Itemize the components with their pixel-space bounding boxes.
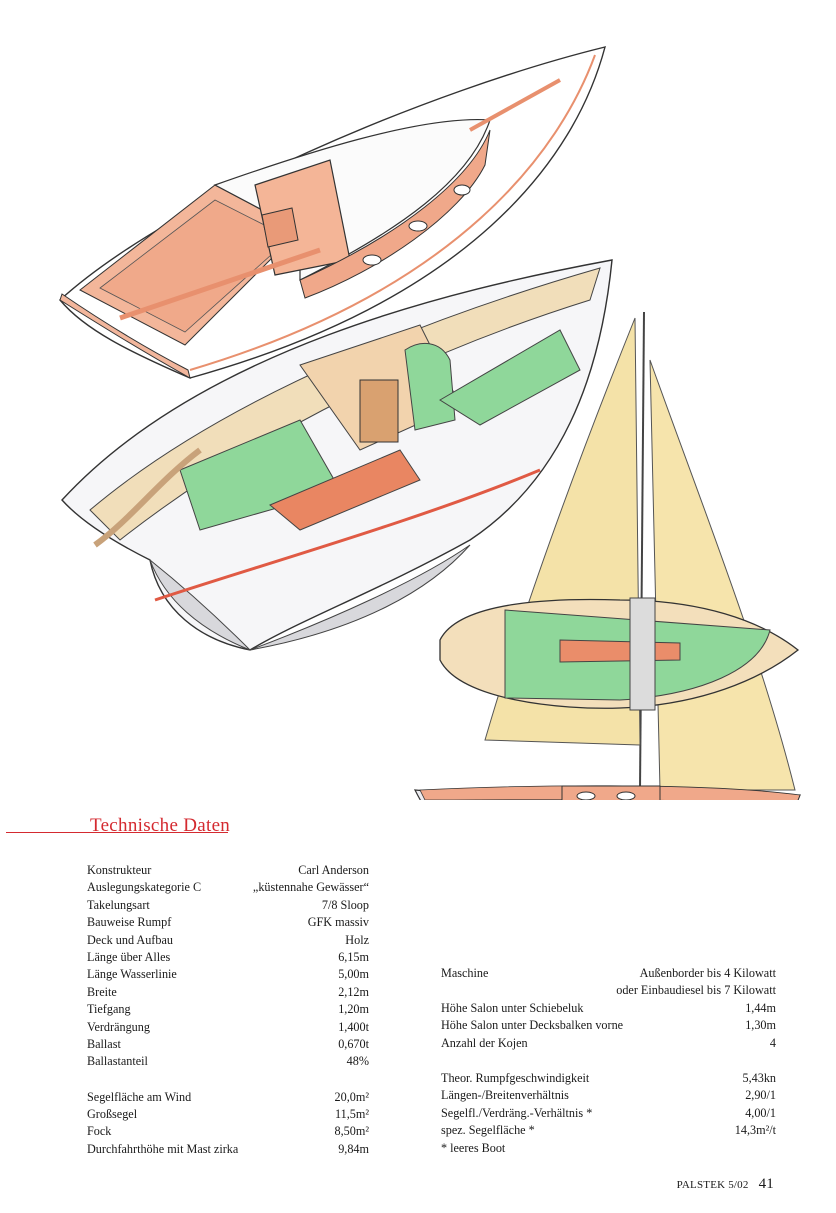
spec-label: Ballast — [87, 1036, 121, 1051]
deck-plan-drawing — [59, 46, 606, 380]
spec-label: Höhe Salon unter Schiebeluk — [441, 1000, 584, 1015]
hull-plan-view-drawing — [439, 597, 800, 711]
spec-value: 5,43kn — [742, 1070, 776, 1085]
spec-row: Theor. Rumpfgeschwindigkeit 5,43kn — [441, 1070, 776, 1087]
section-heading: Technische Daten — [90, 815, 231, 836]
spec-label: Ballastanteil — [87, 1054, 148, 1069]
footnote-row: * leeres Boot — [441, 1140, 776, 1157]
spec-row: Ballast 0,670t — [87, 1036, 369, 1053]
spec-value: Carl Anderson — [298, 863, 369, 877]
spec-row: Länge Wasserlinie 5,00m — [87, 966, 369, 983]
spec-value: 1,20m — [338, 1002, 369, 1017]
spec-value: „küstennahe Gewässer“ — [252, 880, 369, 895]
spec-row: Durchfahrthöhe mit Mast zirka 9,84m — [87, 1141, 369, 1158]
spec-row: Höhe Salon unter Decksbalken vorne 1,30m — [441, 1017, 776, 1034]
spec-value: 14,3m²/t — [734, 1123, 776, 1138]
spec-label: Konstrukteur — [87, 863, 152, 877]
heading-underline — [6, 832, 228, 833]
spec-label: Deck und Aufbau — [87, 932, 173, 947]
spec-row: Takelungsart 7/8 Sloop — [87, 897, 369, 914]
spec-label: Länge über Alles — [87, 949, 171, 964]
spec-value: 4,00/1 — [745, 1105, 776, 1120]
spec-value: 0,670t — [338, 1036, 369, 1051]
spec-value: 1,400t — [338, 1019, 369, 1034]
spec-row: Maschine Außenborder bis 4 Kilowatt — [441, 965, 776, 982]
spec-row: Breite 2,12m — [87, 984, 369, 1001]
spec-row: Verdrängung 1,400t — [87, 1019, 369, 1036]
spec-row-continued: oder Einbaudiesel bis 7 Kilowatt — [441, 982, 776, 999]
spec-label: spez. Segelfläche * — [441, 1123, 535, 1138]
spec-value: 1,30m — [745, 1018, 776, 1033]
spec-value: oder Einbaudiesel bis 7 Kilowatt — [616, 983, 776, 998]
spec-value: 11,5m² — [334, 1107, 369, 1122]
spec-row: Fock 8,50m² — [87, 1123, 369, 1140]
spec-table-left: Konstrukteur Carl Anderson Auslegungskate… — [87, 862, 369, 1158]
spec-row: Deck und Aufbau Holz — [87, 932, 369, 949]
spec-label: Theor. Rumpfgeschwindigkeit — [441, 1070, 590, 1085]
spec-row: Anzahl der Kojen 4 — [441, 1035, 776, 1052]
spec-label: Verdrängung — [87, 1019, 150, 1034]
spec-label: Bauweise Rumpf — [87, 915, 172, 930]
spec-value: 6,15m — [338, 949, 369, 964]
spec-label: Maschine — [441, 966, 489, 980]
spec-label: Takelungsart — [87, 897, 150, 912]
spec-row: Auslegungskategorie C „küstennahe Gewässe… — [87, 879, 369, 896]
spec-label: Auslegungskategorie C — [87, 880, 202, 895]
spec-row: Großsegel 11,5m² — [87, 1106, 369, 1123]
spec-label: Segelfl./Verdräng.-Verhältnis * — [441, 1105, 593, 1120]
spec-value: 2,12m — [338, 984, 369, 999]
spec-label: Fock — [87, 1124, 112, 1139]
spec-label: Großsegel — [87, 1107, 138, 1122]
spec-row: Bauweise Rumpf GFK massiv — [87, 914, 369, 931]
boat-illustrations — [59, 46, 801, 800]
spec-label: Tiefgang — [87, 1002, 131, 1017]
spec-row: Höhe Salon unter Schiebeluk 1,44m — [441, 1000, 776, 1017]
page-number: 41 — [758, 1176, 774, 1192]
interior-cutaway-drawing — [61, 259, 613, 651]
spec-row: Längen-/Breitenverhältnis 2,90/1 — [441, 1087, 776, 1104]
spec-label: Breite — [87, 984, 117, 999]
spec-value: 2,90/1 — [745, 1088, 776, 1103]
footnote: * leeres Boot — [441, 1140, 506, 1155]
spec-value: 8,50m² — [334, 1124, 369, 1139]
magazine-issue: PALSTEK 5/02 — [676, 1179, 749, 1191]
spec-label: Segelfläche am Wind — [87, 1089, 192, 1104]
spec-value: 1,44m — [745, 1000, 776, 1015]
spec-row: Tiefgang 1,20m — [87, 1001, 369, 1018]
page-footer: PALSTEK 5/02 41 — [677, 1176, 774, 1193]
spec-label: Durchfahrthöhe mit Mast zirka — [87, 1141, 239, 1156]
spec-row: Länge über Alles 6,15m — [87, 949, 369, 966]
spec-value: 9,84m — [338, 1141, 369, 1156]
spec-value: 5,00m — [338, 967, 369, 982]
spec-value: 4 — [769, 1035, 776, 1050]
spec-value: 20,0m² — [334, 1089, 369, 1104]
spec-value: 7/8 Sloop — [321, 897, 369, 912]
spec-table-right: Maschine Außenborder bis 4 Kilowatt oder … — [441, 965, 776, 1157]
spec-value: Außenborder bis 4 Kilowatt — [639, 966, 776, 980]
spec-row: Segelfläche am Wind 20,0m² — [87, 1089, 369, 1106]
spec-row: spez. Segelfläche * 14,3m²/t — [441, 1122, 776, 1139]
spec-value: GFK massiv — [307, 915, 369, 930]
spec-row: Segelfl./Verdräng.-Verhältnis * 4,00/1 — [441, 1105, 776, 1122]
spec-label: Länge Wasserlinie — [87, 967, 177, 982]
spec-value: Holz — [345, 932, 369, 947]
spec-row: Konstrukteur Carl Anderson — [87, 862, 369, 879]
spec-label: Längen-/Breitenverhältnis — [441, 1088, 569, 1103]
spec-label: Höhe Salon unter Decksbalken vorne — [441, 1018, 624, 1033]
spec-label: Anzahl der Kojen — [441, 1035, 528, 1050]
spec-row: Ballastanteil 48% — [87, 1053, 369, 1070]
spec-value: 48% — [346, 1054, 369, 1069]
